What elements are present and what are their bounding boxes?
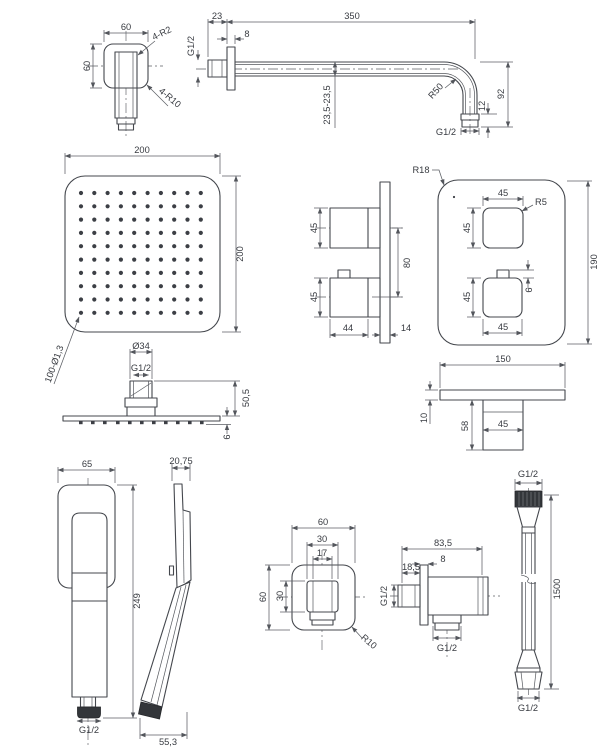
dim-elbow-nut-height: 30 [275,591,285,601]
dim-plate-height: 190 [589,254,599,270]
dim-arm-flange-thickness: 8 [244,29,249,39]
dim-mixer-plate-thickness: 14 [401,323,411,333]
dim-hand-base-offset: 55,3 [159,737,177,747]
dim-hand-head-depth: 20,75 [169,456,192,466]
dim-knob-bottom: 45 [309,292,319,302]
dim-body-width: 45 [498,419,508,429]
dim-knob-height-bottom: 45 [462,292,472,302]
wall-flange-view: 60 60 4-R2 4-R10 [82,22,183,136]
dim-arm-inlet-thread: G1/2 [186,36,196,56]
mixer-top-view: 150 10 58 45 [419,354,566,451]
dim-arm-outlet-thread: G1/2 [436,127,456,137]
dim-elbow-spout-width: 17 [317,548,327,558]
dim-hub-height: 50,5 [241,389,251,407]
dim-flange-body-radius: 4-R10 [157,86,183,110]
dim-top-plate-thickness: 10 [419,413,429,423]
dim-elbow-length: 83,5 [434,538,452,548]
dim-hose-length: 1500 [552,579,562,600]
dim-plate-thickness: 6 [222,434,232,439]
elbow-front-view: 60 30 17 60 30 R10 [258,517,379,652]
dim-knob-spacing: 80 [402,258,412,268]
dim-arm-nut-height: 12 [477,101,487,111]
dim-top-plate-width: 150 [495,354,511,364]
dim-elbow-flange-thickness: 8 [440,554,445,564]
dim-body-depth: 58 [460,421,470,431]
dim-flange-corner-radius: 4-R2 [150,24,173,42]
hand-shower-front-view: 65 249 G1/2 [57,459,142,746]
dim-arm-tube-size: 23,5-23,5 [322,85,332,124]
dim-hub-diameter: Ø34 [132,341,150,351]
dim-head-nozzles: 100-Ø1,3 [43,344,66,384]
shower-arm-view: 23 350 8 G1/2 23,5-23,5 R50 92 12 G1/2 [186,11,513,138]
dim-knob-top: 45 [309,223,319,233]
dim-hand-length: 249 [132,593,142,609]
dim-elbow-height: 60 [258,592,268,602]
dim-knob-radius: R5 [535,197,547,207]
mixer-side-view: 45 45 80 44 14 [309,181,412,344]
dim-elbow-width: 60 [318,517,328,527]
dim-arm-drop-height: 92 [496,89,506,99]
dim-knob-depth: 44 [343,323,353,333]
dim-arm-bend-radius: R50 [426,81,445,100]
hose-view: G1/2 1500 G1/2 [514,469,562,713]
dim-head-height: 200 [235,246,245,262]
dim-hose-top-thread: G1/2 [518,469,538,479]
dim-elbow-inlet-thread: G1/2 [379,586,389,606]
dim-flange-width: 60 [121,22,131,32]
hand-shower-side-view: 20,75 55,3 [138,456,193,747]
dim-hand-thread: G1/2 [79,725,99,735]
mixer-front-view: 45 R5 45 45 45 6 190 R18 [412,165,599,346]
dim-elbow-inlet-length: 18,5 [402,562,420,572]
dim-knob-height-top: 45 [462,223,472,233]
dim-elbow-outlet-thread: G1/2 [437,643,457,653]
dim-elbow-corner-radius: R10 [359,632,378,651]
head-shower-side-view: Ø34 G1/2 50,5 6 [62,341,251,440]
dim-tab-height: 6 [524,287,534,292]
dim-arm-inlet-length: 23 [212,11,222,21]
dim-knob-width-bottom: 45 [498,322,508,332]
dim-knob-width-top: 45 [498,188,508,198]
dim-head-width: 200 [134,145,150,155]
dim-elbow-nut-width: 30 [317,534,327,544]
elbow-side-view: 83,5 8 18,5 G1/2 G1/2 [379,538,500,660]
dim-hose-bottom-thread: G1/2 [518,703,538,713]
dim-hand-head-width: 65 [82,459,92,469]
dim-hub-thread: G1/2 [131,363,151,373]
dim-plate-radius: R18 [412,165,429,175]
dim-flange-height: 60 [82,61,92,71]
dim-arm-length: 350 [344,11,360,21]
